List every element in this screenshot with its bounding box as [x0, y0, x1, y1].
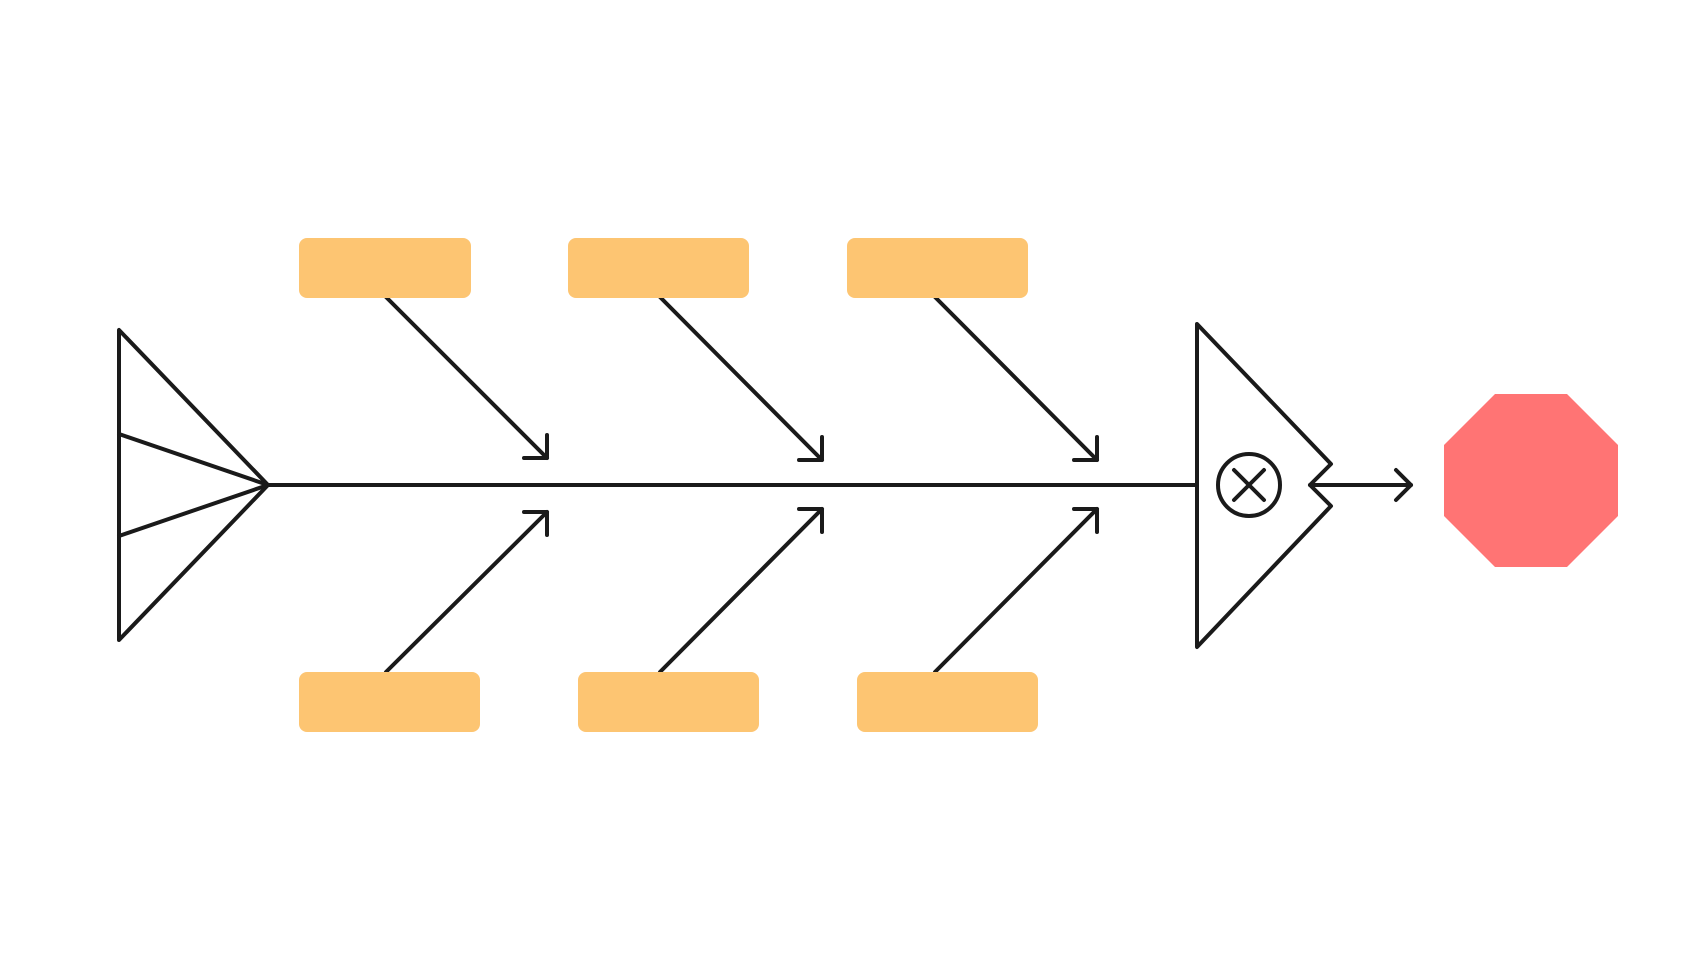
top-cause-1[interactable]	[299, 238, 471, 298]
bottom-cause-arrow-3	[933, 507, 1099, 674]
fish-head	[1195, 322, 1333, 649]
bottom-cause-2[interactable]	[578, 672, 759, 732]
outcome-octagon[interactable]	[1444, 394, 1618, 567]
top-cause-arrow-1	[384, 295, 549, 460]
top-cause-arrow-2	[658, 295, 824, 462]
top-cause-arrow-3	[933, 295, 1099, 462]
circle-x-icon	[1216, 452, 1282, 518]
top-cause-2[interactable]	[568, 238, 749, 298]
fish-tail	[117, 328, 270, 642]
bottom-cause-3[interactable]	[857, 672, 1038, 732]
outcome-arrow	[1308, 468, 1413, 502]
bottom-cause-1[interactable]	[299, 672, 480, 732]
bottom-cause-arrow-1	[384, 510, 549, 674]
top-cause-3[interactable]	[847, 238, 1028, 298]
bottom-cause-arrow-2	[658, 507, 824, 674]
